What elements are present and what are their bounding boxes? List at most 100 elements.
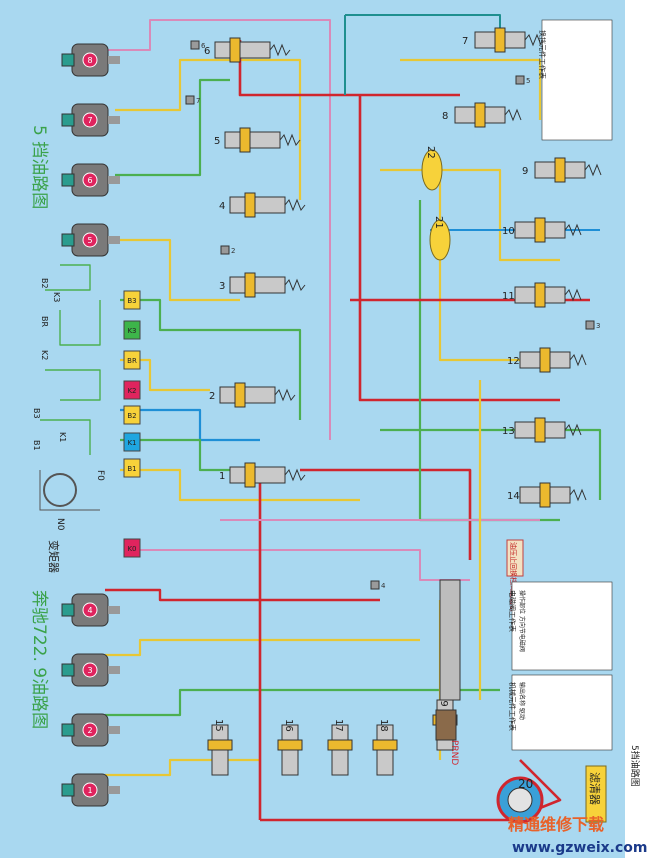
solenoid-4: 4 bbox=[61, 593, 120, 627]
clutch-table: 机械元件工作表 输出名称 驱动 bbox=[508, 674, 613, 751]
solenoid-5: 5 bbox=[61, 223, 120, 257]
tag-label: K1 bbox=[127, 439, 136, 447]
valve-6: 6 bbox=[204, 37, 291, 63]
port-label: 2 bbox=[231, 247, 235, 255]
valve-spool bbox=[207, 739, 233, 751]
tag-fo: F0 bbox=[95, 470, 105, 481]
solenoid-label: 3 bbox=[87, 666, 92, 675]
port-box bbox=[515, 75, 525, 85]
prnd-label: PRND bbox=[449, 740, 459, 765]
solenoid-pin bbox=[108, 786, 120, 794]
line-yellow-4 bbox=[120, 468, 360, 502]
tag-k2: K2 bbox=[123, 380, 141, 400]
circuit-3 bbox=[45, 264, 91, 291]
accumulator-21: 21 bbox=[429, 216, 451, 261]
valve-1: 1 bbox=[219, 462, 306, 488]
solenoid-pin bbox=[108, 56, 120, 64]
clutch-k2: K2 bbox=[40, 350, 49, 360]
solenoid-table-sub: 操作部位 方向节电磁阀 bbox=[518, 590, 526, 652]
valve-11: 11 bbox=[502, 282, 582, 308]
valve-label: 16 bbox=[283, 719, 294, 732]
tag-box bbox=[123, 432, 141, 452]
port-label: 7 bbox=[196, 97, 200, 105]
valve-label: 1 bbox=[219, 471, 225, 482]
valve-label: 6 bbox=[204, 46, 210, 57]
valve-10: 10 bbox=[502, 217, 582, 243]
accumulator-22: 22 bbox=[421, 146, 443, 191]
solenoid-badge bbox=[82, 662, 98, 678]
solenoid-pin bbox=[108, 176, 120, 184]
solenoid-cap bbox=[61, 233, 75, 247]
valve-17: 17 bbox=[327, 719, 353, 776]
tag-box bbox=[123, 350, 141, 370]
valve-spring bbox=[564, 288, 582, 302]
watermark: 精通维修下载 bbox=[508, 815, 604, 834]
valve-spool bbox=[534, 282, 546, 308]
valve-body bbox=[229, 276, 286, 294]
manual-valve-body bbox=[439, 579, 461, 701]
valve-spring bbox=[569, 353, 587, 367]
shift-table: 换挡元件工作表 bbox=[538, 19, 613, 141]
valve-spool bbox=[494, 27, 506, 53]
line-red-1 bbox=[105, 588, 380, 602]
clutch-br: BR bbox=[40, 316, 49, 327]
tag-box bbox=[123, 538, 141, 558]
tag-no: N0 bbox=[55, 518, 65, 531]
port-box bbox=[370, 580, 380, 590]
solenoid-8: 8 bbox=[61, 43, 120, 77]
converter-frame bbox=[39, 470, 100, 511]
tag-box bbox=[123, 458, 141, 478]
line-yellow-2 bbox=[115, 238, 240, 302]
solenoid-cap bbox=[61, 113, 75, 127]
solenoid-1: 1 bbox=[61, 773, 120, 807]
accumulator-body bbox=[429, 219, 451, 261]
line-blue-1 bbox=[120, 408, 260, 442]
valve-spring bbox=[284, 278, 306, 292]
valve-5: 5 bbox=[214, 127, 301, 153]
solenoid-cap bbox=[61, 723, 75, 737]
site-url: www.gzweix.com bbox=[512, 840, 647, 856]
shift-table-title: 换挡元件工作表 bbox=[538, 30, 547, 79]
solenoid-pin bbox=[108, 236, 120, 244]
tag-k0: K0 bbox=[123, 538, 141, 558]
port-label: 3 bbox=[596, 322, 600, 330]
legend-box bbox=[506, 539, 524, 577]
solenoid-pin bbox=[108, 666, 120, 674]
valve-spring bbox=[284, 198, 306, 212]
tag-box bbox=[123, 405, 141, 425]
clutch-b1: B1 bbox=[32, 440, 41, 451]
clutch-k1: K1 bbox=[58, 432, 67, 442]
valve-body bbox=[224, 131, 281, 149]
clutch-k3: K3 bbox=[52, 292, 61, 302]
valve-3: 3 bbox=[219, 272, 306, 298]
valve-body bbox=[219, 386, 276, 404]
pump-label: 20 bbox=[518, 777, 533, 791]
valve-spring bbox=[564, 223, 582, 237]
valve-spool bbox=[229, 37, 241, 63]
port-2: 2 bbox=[220, 245, 235, 255]
solenoid-badge bbox=[82, 112, 98, 128]
solenoid-pin bbox=[108, 606, 120, 614]
valve-spool bbox=[474, 102, 486, 128]
valve-label: 8 bbox=[442, 111, 448, 122]
line-red-5 bbox=[358, 95, 560, 402]
solenoid-badge bbox=[82, 232, 98, 248]
valve-label: 7 bbox=[462, 36, 468, 47]
valve-spring bbox=[269, 43, 291, 57]
line-red-6 bbox=[300, 468, 472, 560]
solenoid-table: 电磁阀工作表 操作部位 方向节电磁阀 bbox=[508, 581, 613, 671]
valve-label: 4 bbox=[219, 201, 225, 212]
valve-spool bbox=[534, 217, 546, 243]
valve-18: 18 bbox=[372, 719, 398, 776]
port-3: 3 bbox=[585, 320, 600, 330]
valve-9: 9 bbox=[522, 157, 602, 183]
solenoid-label: 6 bbox=[87, 176, 92, 185]
solenoid-2: 2 bbox=[61, 713, 120, 747]
solenoid-label: 1 bbox=[87, 786, 92, 795]
solenoid-label: 2 bbox=[87, 726, 92, 735]
solenoid-3: 3 bbox=[61, 653, 120, 687]
tag-box bbox=[123, 320, 141, 340]
tag-label: K3 bbox=[127, 327, 136, 335]
solenoid-cap bbox=[61, 663, 75, 677]
solenoid-cap bbox=[61, 783, 75, 797]
